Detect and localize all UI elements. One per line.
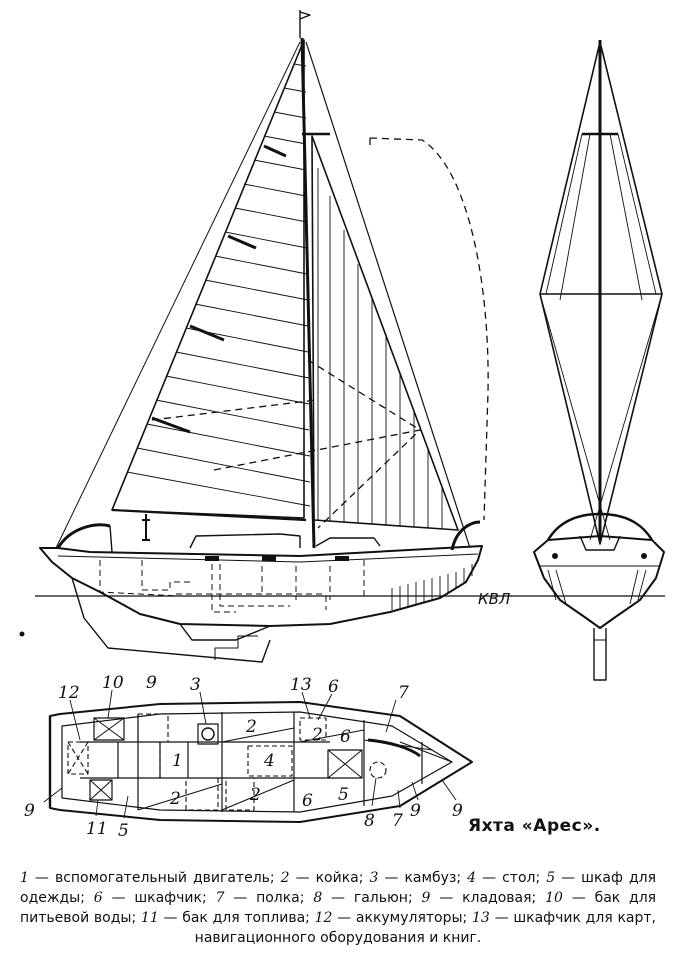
legend-text: шкафчик; — [134, 890, 207, 906]
plan-labels: 12 10 9 3 13 6 7 2 1 4 2 6 2 2 6 5 9 11 … — [24, 673, 463, 841]
plan-label: 5 — [118, 821, 129, 841]
legend-entry: 9 — кладовая; — [421, 890, 537, 906]
legend-entry: 3 — камбуз; — [369, 870, 462, 886]
jib — [311, 135, 459, 531]
plan-label: 9 — [452, 801, 463, 821]
rudder — [71, 577, 271, 663]
plan-label: 7 — [392, 811, 403, 831]
hull-side — [39, 545, 483, 627]
plan-label: 13 — [290, 675, 312, 695]
legend-text: аккумуляторы; — [355, 910, 468, 926]
legend-number: 4 — [467, 870, 477, 886]
legend-number: 6 — [93, 890, 103, 906]
deck-plan — [43, 689, 473, 823]
plan-label: 8 — [364, 811, 375, 831]
legend-entry: 8 — гальюн; — [313, 890, 413, 906]
plan-label: 12 — [58, 683, 80, 703]
legend-number: 2 — [280, 870, 290, 886]
legend-entry: 10 — бак для питьевой воды; — [20, 890, 657, 926]
legend-number: 10 — [545, 890, 563, 906]
flag — [299, 10, 311, 38]
keel — [179, 623, 271, 641]
plan-hull-outer — [49, 701, 473, 823]
legend-entry: 1 — вспомогательный двигатель; — [20, 870, 275, 886]
spinnaker-dashed — [151, 137, 489, 529]
legend-text: камбуз; — [404, 870, 462, 886]
legend-number: 8 — [313, 890, 323, 906]
plan-label: 7 — [398, 683, 409, 703]
legend-number: 11 — [140, 910, 159, 926]
boom — [111, 508, 307, 522]
plan-label: 6 — [328, 677, 339, 697]
legend-text: стол; — [502, 870, 541, 886]
plan-label: 3 — [190, 675, 201, 695]
legend-text: бак для питьевой воды; — [20, 890, 657, 926]
plan-label: 2 — [169, 789, 181, 809]
bow-hatching — [391, 564, 473, 610]
legend-text: койка; — [315, 870, 364, 886]
plan-label: 9 — [410, 801, 421, 821]
legend-text: шкафчик для карт, навигационного оборудо… — [194, 910, 656, 946]
jib-seams — [317, 168, 443, 529]
legend-text: бак для топлива; — [182, 910, 310, 926]
legend-text: вспомогательный двигатель; — [54, 870, 275, 886]
plan-label: 5 — [338, 785, 349, 805]
legend-entry: 6 — шкафчик; — [93, 890, 207, 906]
plan-label: 2 — [245, 717, 257, 737]
front-view — [533, 40, 665, 681]
plan-label: 10 — [102, 673, 124, 693]
legend-text: гальюн; — [353, 890, 413, 906]
plan-label: 4 — [263, 751, 275, 771]
front-hull — [533, 535, 665, 629]
mainsail — [111, 39, 305, 519]
interior-dashed — [99, 560, 365, 613]
plan-label: 2 — [249, 785, 261, 805]
yacht-drawing: КВЛ 12 10 9 3 13 6 7 2 1 4 2 6 2 2 6 5 9… — [19, 10, 665, 841]
legend-number: 5 — [546, 870, 556, 886]
mainsail-seams — [126, 63, 311, 507]
legend-entry: 11 — бак для топлива; — [140, 910, 310, 926]
plan-label: 6 — [302, 791, 313, 811]
legend-text: полка; — [256, 890, 305, 906]
plan-label: 2 — [311, 725, 323, 745]
legend-entry: 7 — полка; — [215, 890, 305, 906]
legend-entry: 13 — шкафчик для карт, навигационного об… — [194, 910, 656, 946]
legend-number: 1 — [20, 870, 29, 886]
plan-label: 6 — [340, 727, 351, 747]
side-elevation — [35, 10, 665, 663]
legend-number: 12 — [314, 910, 333, 926]
plan-label: 9 — [24, 801, 35, 821]
legend-number: 7 — [215, 890, 225, 906]
legend-number: 9 — [421, 890, 431, 906]
legend-entry: 5 — шкаф для одежды; — [20, 870, 657, 906]
legend-number: 13 — [472, 910, 490, 926]
legend-entry: 2 — койка; — [280, 870, 364, 886]
legend-text: кладовая; — [462, 890, 537, 906]
legend-entry: 12 — аккумуляторы; — [314, 910, 468, 926]
legend-entry: 4 — стол; — [467, 870, 541, 886]
cabin — [189, 533, 301, 549]
caption-title: Яхта «Арес». — [468, 816, 601, 836]
front-hatching — [547, 569, 647, 605]
legend-text: шкаф для одежды; — [20, 870, 657, 906]
plan-label: 9 — [146, 673, 157, 693]
plan-label: 11 — [86, 819, 108, 839]
legend-number: 3 — [369, 870, 379, 886]
waterline-label: КВЛ — [478, 590, 510, 608]
legend: 1 — вспомогательный двигатель; 2 — койка… — [20, 868, 656, 948]
plan-label: 1 — [172, 751, 183, 771]
